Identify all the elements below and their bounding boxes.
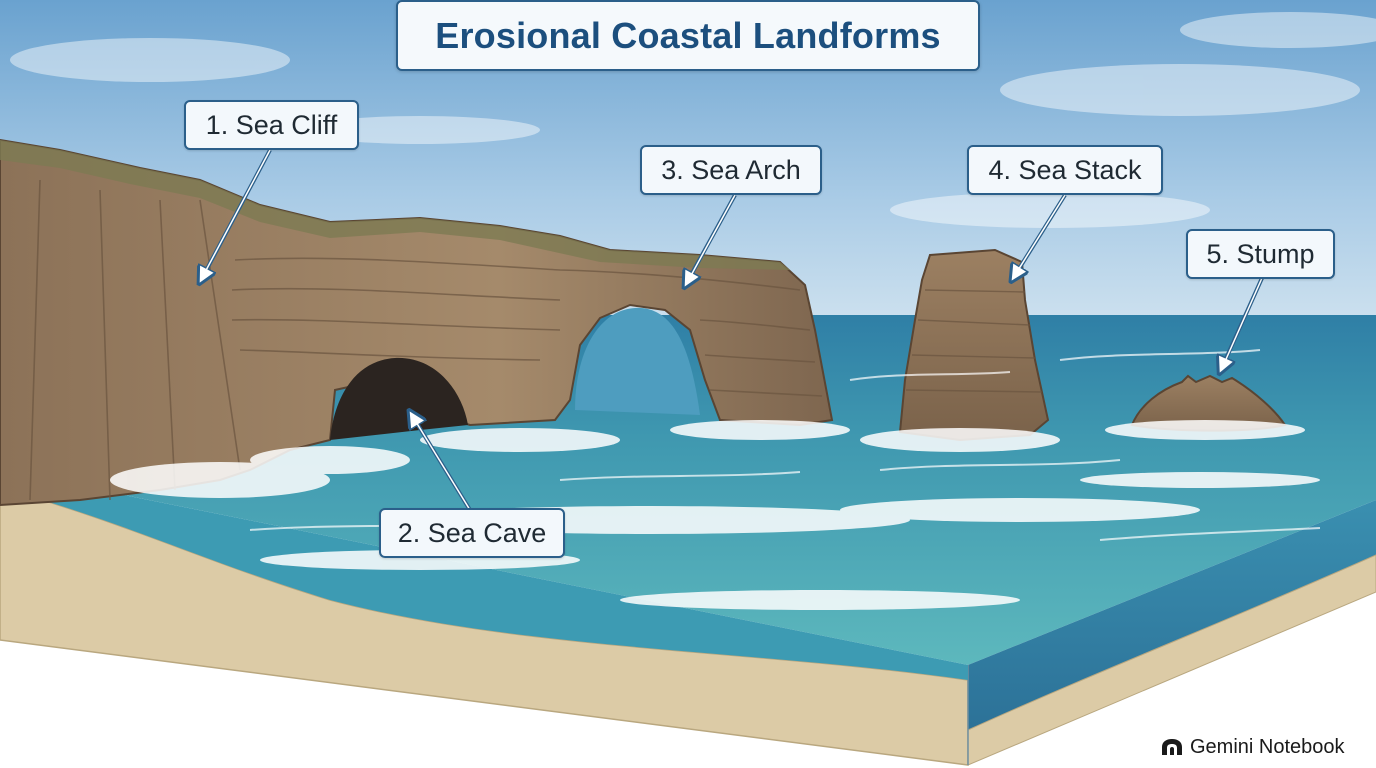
gemini-logo-icon <box>1162 739 1182 755</box>
label-sea-arch: 3. Sea Arch <box>640 145 822 195</box>
watermark-text: Gemini Notebook <box>1190 735 1345 758</box>
label-sea-cave: 2. Sea Cave <box>379 508 565 558</box>
water-front-face <box>0 470 968 680</box>
label-sea-cliff: 1. Sea Cliff <box>184 100 359 150</box>
label-stump: 5. Stump <box>1186 229 1335 279</box>
sea-cave-shape <box>330 357 468 440</box>
title-box: Erosional Coastal Landforms <box>396 0 980 71</box>
sand-layer <box>0 487 969 766</box>
sand-right-face <box>967 554 1376 766</box>
cliff-top <box>0 140 790 270</box>
diagram-title: Erosional Coastal Landforms <box>435 14 941 56</box>
watermark: Gemini Notebook <box>1160 734 1345 760</box>
label-sea-stack: 4. Sea Stack <box>967 145 1163 195</box>
clouds <box>10 12 1376 228</box>
rock-strata <box>29 179 823 501</box>
sea-arch-opening <box>575 307 700 415</box>
